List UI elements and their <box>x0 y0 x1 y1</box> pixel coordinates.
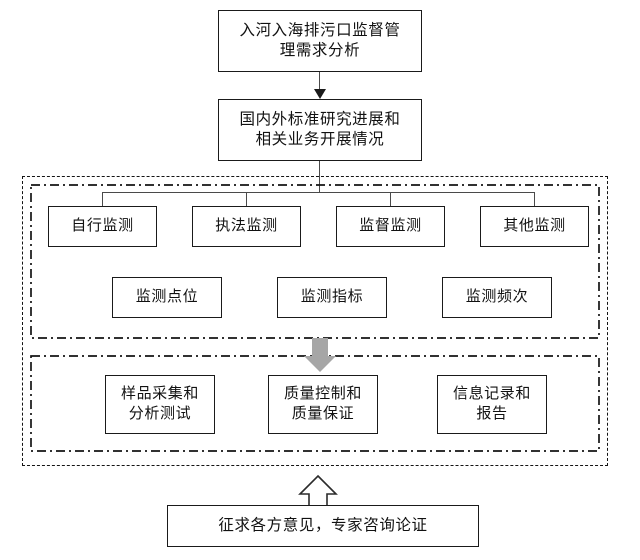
node-monitoring-points[interactable]: 监测点位 <box>112 277 222 318</box>
node-enforcement-monitoring[interactable]: 执法监测 <box>192 206 301 247</box>
node-other-monitoring[interactable]: 其他监测 <box>480 206 589 247</box>
connector-drop-other <box>534 192 535 206</box>
node-solicit-opinions-expert-consultation[interactable]: 征求各方意见，专家咨询论证 <box>167 505 479 547</box>
connector-drop-supervise <box>390 192 391 206</box>
connector-drop-self <box>102 192 103 206</box>
connector-drop-enforce <box>246 192 247 206</box>
node-sample-collection-analysis[interactable]: 样品采集和 分析测试 <box>105 375 215 434</box>
node-standard-research[interactable]: 国内外标准研究进展和 相关业务开展情况 <box>218 99 422 161</box>
connector-demand-to-research <box>319 72 320 91</box>
arrow-down-icon-demand-research <box>314 89 326 99</box>
node-information-record-report[interactable]: 信息记录和 报告 <box>437 375 547 434</box>
node-demand-analysis[interactable]: 入河入海排污口监督管 理需求分析 <box>218 10 422 72</box>
node-self-monitoring[interactable]: 自行监测 <box>48 206 157 247</box>
node-quality-control-assurance[interactable]: 质量控制和 质量保证 <box>268 375 378 434</box>
node-monitoring-indicators[interactable]: 监测指标 <box>277 277 387 318</box>
outer-dashed-container <box>22 176 608 466</box>
node-supervision-monitoring[interactable]: 监督监测 <box>336 206 445 247</box>
connector-bus-monitor-types <box>102 192 534 193</box>
node-monitoring-frequency[interactable]: 监测频次 <box>442 277 552 318</box>
